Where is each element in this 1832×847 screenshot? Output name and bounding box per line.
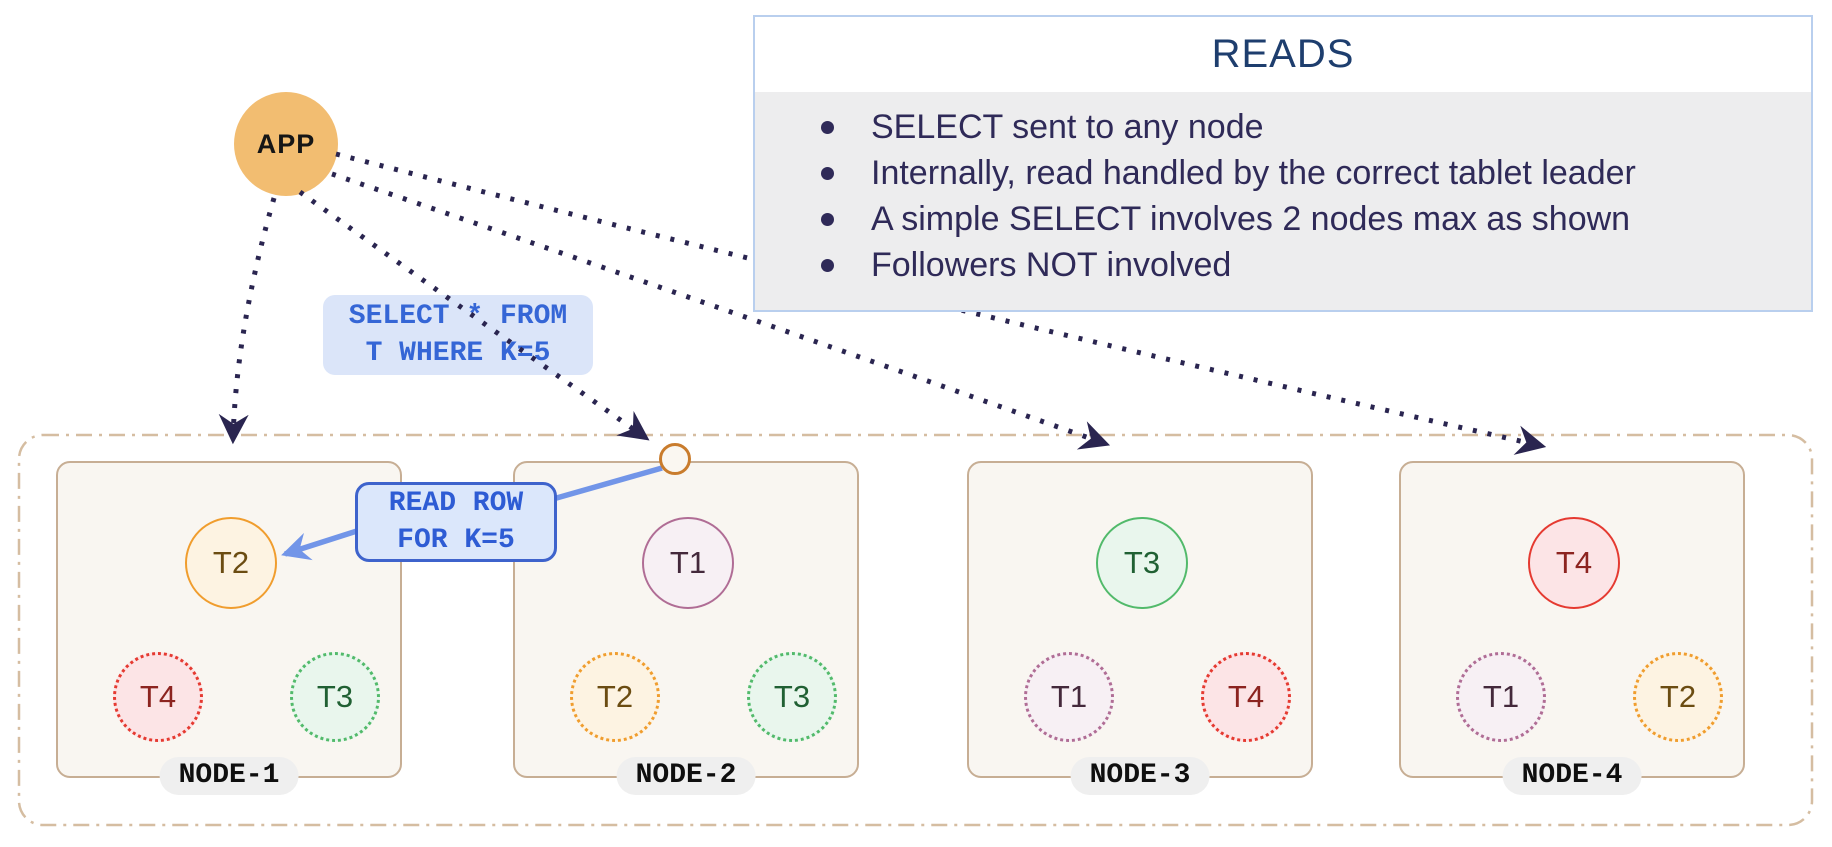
tablet-leader-t1: T1 [642, 517, 734, 609]
reads-bullet-4: Followers NOT involved [819, 242, 1791, 288]
tablet-leader-t3: T3 [1096, 517, 1188, 609]
arrow-app-to-node1 [218, 197, 277, 445]
tablet-follower-t2: T2 [1633, 652, 1723, 742]
tablet-leader-t2: T2 [185, 517, 277, 609]
tablet-follower-t4: T4 [1201, 652, 1291, 742]
tablet-follower-t1: T1 [1456, 652, 1546, 742]
select-query-label: SELECT * FROM T WHERE K=5 [323, 295, 593, 375]
tablet-follower-t3: T3 [290, 652, 380, 742]
node-label-node-3: NODE-3 [1070, 757, 1210, 795]
node-label-node-2: NODE-2 [616, 757, 756, 795]
reads-bullet-1: SELECT sent to any node [819, 104, 1791, 150]
tablet-leader-t4: T4 [1528, 517, 1620, 609]
tablet-follower-t1: T1 [1024, 652, 1114, 742]
read-row-label: READ ROW FOR K=5 [355, 482, 557, 562]
reads-bullet-3: A simple SELECT involves 2 nodes max as … [819, 196, 1791, 242]
reads-panel-header: READS [755, 17, 1811, 92]
tablet-follower-t2: T2 [570, 652, 660, 742]
reads-bullet-2: Internally, read handled by the correct … [819, 150, 1791, 196]
reads-panel-title: READS [1211, 32, 1355, 76]
tablet-follower-t3: T3 [747, 652, 837, 742]
tablet-follower-t4: T4 [113, 652, 203, 742]
app-label: APP [256, 128, 316, 159]
read-target-circle [659, 443, 691, 475]
app-circle: APP [234, 92, 338, 196]
node-label-node-1: NODE-1 [159, 757, 299, 795]
node-label-node-4: NODE-4 [1502, 757, 1642, 795]
